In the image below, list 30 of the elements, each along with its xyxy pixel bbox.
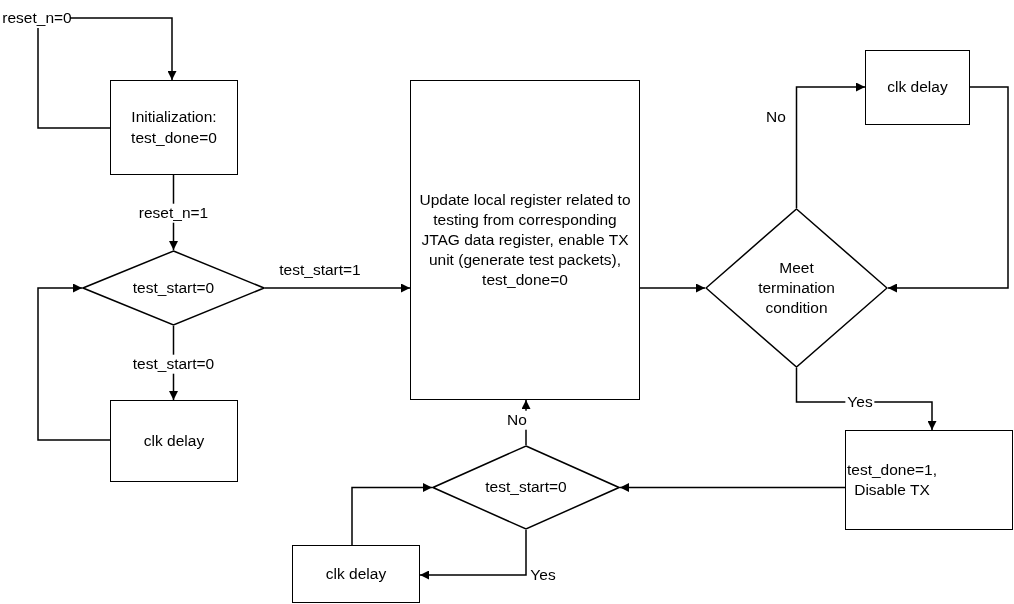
process-box [110,400,238,482]
node-text: test_start=0 [485,477,567,498]
arrow [69,17,177,81]
arrow [37,283,111,441]
arrow [887,86,1009,293]
node-text: clk delay [325,563,387,584]
process-box [292,545,420,603]
node-text: Meet termination condition [757,257,836,319]
arrow [795,82,866,209]
node-text: test_done=1, Disable TX [846,459,938,500]
connector-line [37,27,111,129]
process-box [110,80,238,175]
arrow [351,483,433,546]
node-text: Update local register related to testing from corresponding JTAG data register, enable TX unit (generate test packets), test_done=0 [418,189,632,291]
process-box [865,50,970,125]
arrow [419,529,527,580]
arrow [521,399,531,446]
node-text: clk delay [887,77,948,98]
arrow [264,283,411,293]
process-box [410,80,640,400]
edge-label: No [505,410,529,430]
node-text: clk delay [143,430,205,451]
edge-label: test_start=0 [130,354,217,374]
node-text: Initialization: test_done=0 [130,107,218,148]
edge-label: reset_n=1 [136,203,211,223]
arrow [619,483,846,492]
arrow [639,283,706,293]
reset-condition-text: reset_n=0 [2,7,72,28]
process-box [845,430,1013,530]
node-text: test_start=0 [132,277,215,298]
